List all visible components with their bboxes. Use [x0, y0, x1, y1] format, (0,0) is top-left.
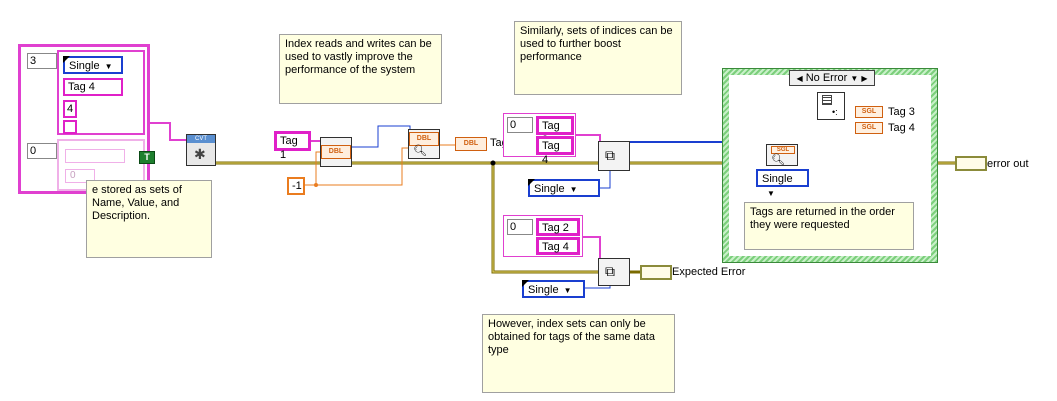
- note-similarly: Similarly, sets of indices can be used t…: [514, 21, 682, 95]
- error-out-label: error out: [987, 158, 1029, 170]
- decrement-icon[interactable]: ◀: [796, 74, 803, 83]
- get-index-set-vi[interactable]: ⧉: [598, 141, 630, 171]
- tag3-output-label: Tag 3: [888, 106, 915, 118]
- tag-cluster: Single ▼ Tag 4 4: [57, 50, 145, 135]
- boolean-constant[interactable]: T: [139, 151, 155, 164]
- note-tags-order: Tags are returned in the order they were…: [744, 202, 914, 250]
- gear-icon: ✱: [194, 146, 206, 162]
- type-ring[interactable]: Single ▼: [63, 56, 123, 74]
- set2-item-1[interactable]: Tag 2: [536, 218, 580, 236]
- dbl-indicator: DBL: [455, 137, 487, 151]
- array-index-outer[interactable]: 3: [27, 53, 57, 69]
- index-set-icon-2: ⧉: [605, 263, 615, 279]
- ghost-value: 0: [65, 169, 95, 183]
- increment-icon[interactable]: ▶: [861, 74, 868, 83]
- magnifier-icon: 🔍︎: [771, 154, 785, 166]
- cvt-banner: CVT: [187, 135, 215, 143]
- set2-item-2[interactable]: Tag 4: [536, 237, 580, 255]
- get-index-set-vi-2[interactable]: ⧉: [598, 258, 630, 286]
- note-index-reads: Index reads and writes can be used to va…: [279, 34, 442, 104]
- index-set-icon: ⧉: [605, 147, 615, 163]
- ring-corner-icon: [63, 56, 70, 63]
- case-selector[interactable]: ◀ No Error ▼ ▶: [789, 70, 875, 86]
- tag1-constant[interactable]: Tag 1: [274, 131, 311, 161]
- tag-value-field[interactable]: 4: [63, 100, 77, 118]
- case-type-value: Single: [762, 173, 793, 185]
- magnifier-icon: 🔍︎: [413, 145, 427, 157]
- set1-item-1[interactable]: Tag 3: [536, 116, 574, 146]
- grid-icon: [822, 95, 832, 105]
- index-set-2[interactable]: 0 Tag 2 Tag 4: [503, 215, 583, 257]
- set1-type-value: Single: [534, 183, 565, 195]
- tag-description-field[interactable]: [63, 120, 77, 134]
- dbl-tag-2: DBL: [409, 132, 439, 146]
- sgl-indicator-2: SGL: [855, 122, 883, 134]
- dbl-tag: DBL: [321, 145, 351, 159]
- note-tags-stored: e stored as sets of Name, Value, and Des…: [86, 180, 212, 258]
- set1-item-2[interactable]: Tag 4: [536, 136, 574, 166]
- cvt-init-vi[interactable]: CVT ✱: [186, 134, 216, 166]
- array-index-inner[interactable]: 0: [27, 143, 57, 159]
- case-type-ring[interactable]: Single ▼: [756, 169, 809, 198]
- set2-type-value: Single: [528, 284, 559, 296]
- expected-error-indicator: [640, 265, 672, 280]
- chevron-down-icon: ▼: [569, 185, 578, 194]
- dots-icon: •:: [832, 107, 838, 117]
- ring-corner-icon: [528, 179, 535, 186]
- note-however: However, index sets can only be obtained…: [482, 314, 675, 393]
- case-selector-value: No Error: [805, 72, 848, 84]
- expected-error-label: Expected Error: [672, 266, 746, 278]
- ghost-field: [65, 149, 125, 163]
- type-ring-value: Single: [69, 60, 100, 72]
- unbundle-node[interactable]: •:: [817, 92, 845, 120]
- chevron-down-icon: ▼: [767, 189, 775, 198]
- set1-index[interactable]: 0: [507, 117, 533, 133]
- tag-name-field[interactable]: Tag 4: [63, 78, 123, 96]
- chevron-down-icon: ▼: [104, 62, 113, 71]
- read-set-vi[interactable]: SGL 🔍︎: [766, 144, 798, 166]
- set2-index[interactable]: 0: [507, 219, 533, 235]
- sgl-indicator-1: SGL: [855, 106, 883, 118]
- chevron-down-icon: ▼: [563, 286, 572, 295]
- get-index-vi[interactable]: DBL: [320, 137, 352, 167]
- tag4-output-label: Tag 4: [888, 122, 915, 134]
- ring-corner-icon: [522, 280, 529, 287]
- tag-array-control[interactable]: 3 Single ▼ Tag 4 4 0 0: [18, 44, 150, 194]
- read-by-index-vi[interactable]: DBL 🔍︎: [408, 129, 440, 159]
- index-set-1[interactable]: 0 Tag 3 Tag 4: [503, 113, 576, 166]
- set1-type-ring[interactable]: Single ▼: [528, 179, 600, 197]
- error-out-indicator: [955, 156, 987, 171]
- neg-one-constant[interactable]: -1: [287, 177, 305, 195]
- set2-type-ring[interactable]: Single ▼: [522, 280, 585, 298]
- chevron-down-icon[interactable]: ▼: [850, 74, 859, 83]
- sgl-tag: SGL: [771, 146, 795, 154]
